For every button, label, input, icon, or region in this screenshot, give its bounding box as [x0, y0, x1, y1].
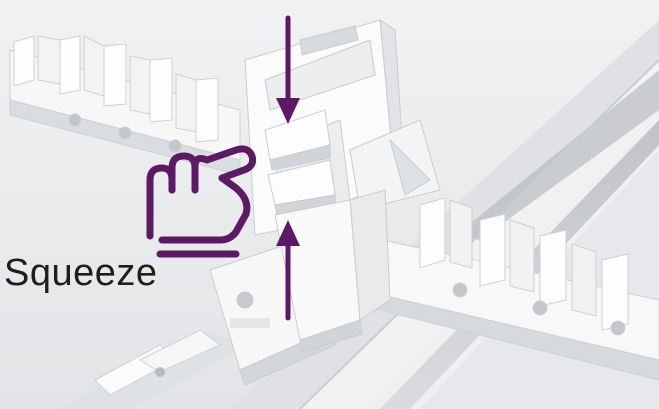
squeeze-caption: Squeeze	[4, 252, 158, 295]
